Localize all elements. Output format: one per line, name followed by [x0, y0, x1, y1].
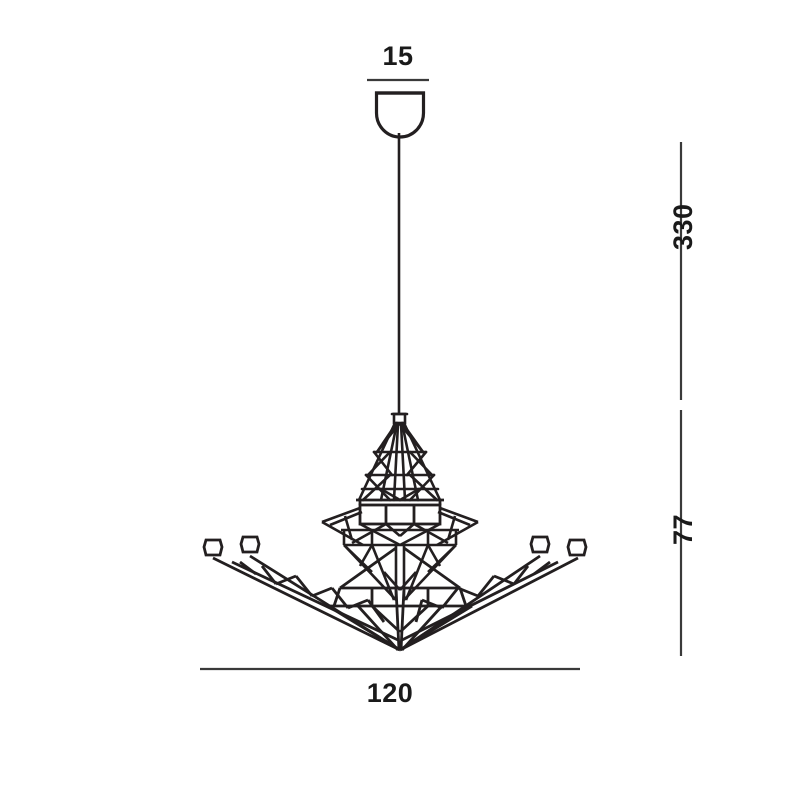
right-arm-web-8	[533, 560, 551, 576]
tower-brace-b3	[366, 450, 392, 477]
lamp-socket-left-inner	[239, 535, 261, 554]
diamond-upper-left	[339, 546, 397, 590]
lamp-sockets	[202, 535, 588, 557]
upper-flare-right-brace2	[446, 515, 457, 541]
mid-tri-l2	[358, 544, 374, 567]
tower-brace-b2	[405, 450, 428, 477]
mid-taper-left2	[370, 544, 396, 601]
tower-chord-center-right	[399, 422, 407, 502]
left-arm-web-3	[294, 575, 314, 597]
diamond-spine-right	[399, 587, 406, 651]
diamond-left-face2	[356, 605, 400, 651]
mid-tri-r2	[426, 544, 442, 567]
tower-brace-c3	[361, 473, 392, 502]
tower-brace-a3	[375, 422, 401, 454]
ceiling-canopy	[374, 91, 426, 139]
right-arm-truss	[399, 554, 579, 652]
upper-tower-lattice	[357, 412, 442, 502]
tower-apex-collar	[392, 412, 407, 425]
dimension-label-77: 77	[668, 513, 698, 545]
mid-x-right-a	[399, 522, 441, 547]
diamond-right-face	[399, 604, 473, 652]
canopy-group	[374, 91, 426, 139]
lamp-socket-right-outer	[566, 538, 588, 557]
right-arm-web-2	[493, 574, 515, 586]
upper-flare-left-brace2	[343, 515, 354, 541]
dimension-lines	[200, 78, 683, 671]
diamond-upper-right	[403, 546, 461, 590]
deck-box	[358, 503, 442, 526]
upper-platform-deck	[356, 498, 444, 526]
tower-brace-c4	[408, 473, 439, 502]
dimension-label-330: 330	[668, 203, 698, 250]
left-arm-web-8	[239, 560, 257, 576]
right-arm-mid-chord	[401, 560, 559, 642]
mid-x-right-b	[413, 522, 449, 545]
lamp-socket-right-inner	[529, 535, 551, 554]
right-arm-top-chord	[399, 556, 579, 652]
mid-taper-right2	[404, 544, 430, 601]
mid-x-left-b	[351, 522, 387, 545]
tower-chord-center-left	[392, 422, 400, 502]
left-arm-mid-chord	[231, 560, 399, 642]
lower-diamond-hub	[327, 546, 473, 652]
left-arm-top-chord	[212, 556, 401, 652]
mid-x-center-l	[385, 523, 401, 537]
mid-x-left-a	[359, 522, 401, 547]
tower-brace-b1	[372, 450, 394, 477]
right-arm-web-3	[476, 575, 496, 597]
mid-x-center-r	[399, 523, 415, 537]
diamond-right-face2	[400, 605, 444, 651]
right-arm-web-7	[414, 599, 424, 623]
upper-flare-left-top	[321, 506, 361, 524]
tower-brace-c5	[379, 487, 402, 502]
dimension-label-15: 15	[382, 41, 414, 71]
right-arm-web-1	[512, 565, 530, 585]
diamond-web-l	[371, 604, 401, 634]
dimension-label-120: 120	[366, 678, 414, 708]
left-arm-truss	[212, 554, 401, 652]
left-arm-web-2	[275, 574, 297, 586]
upper-flare-right-top	[439, 506, 479, 524]
tower-brace-a4	[398, 422, 425, 454]
hub-post-left	[332, 587, 342, 607]
tower-brace-b4	[408, 450, 434, 477]
diamond-spine-left	[394, 587, 401, 651]
upper-wing-flares	[321, 506, 479, 547]
tower-brace-c6	[398, 487, 421, 502]
lamp-socket-left-outer	[202, 538, 224, 557]
tower-chord-left	[379, 421, 399, 502]
left-arm-web-4	[311, 586, 333, 598]
hub-post-right	[458, 587, 468, 607]
diamond-left-face	[327, 604, 401, 652]
left-arm-web-1	[260, 565, 278, 585]
diamond-web-r	[399, 604, 429, 634]
tower-chord-right	[400, 421, 420, 502]
